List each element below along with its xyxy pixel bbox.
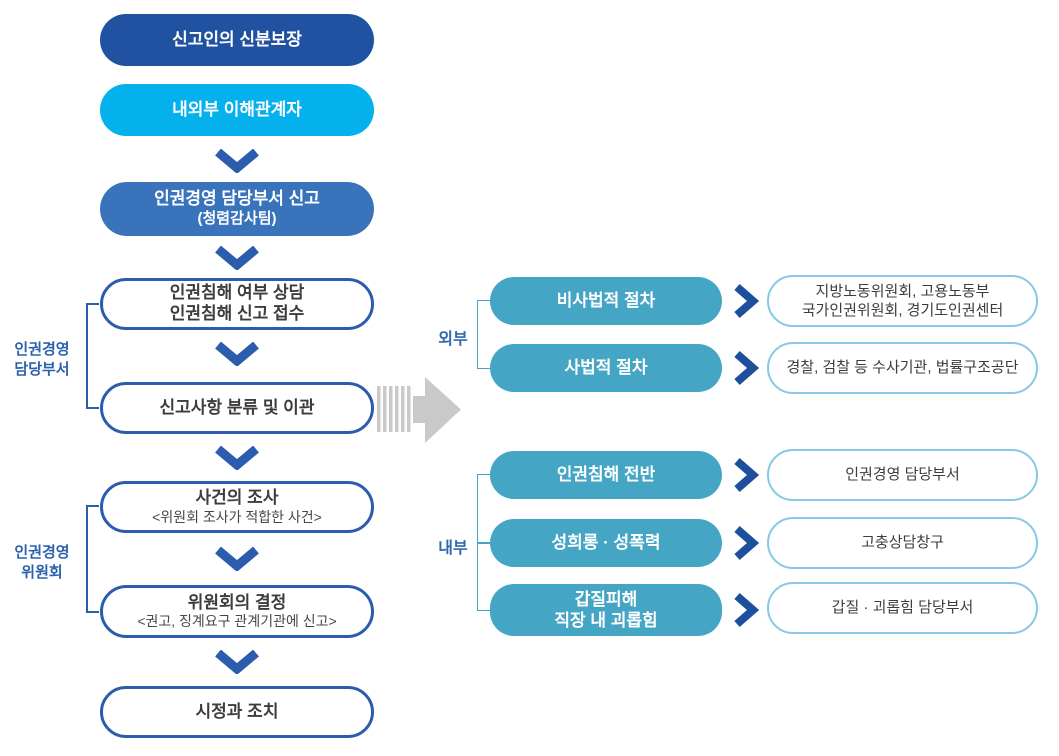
group-label-line: 담당부서 xyxy=(14,360,70,378)
flow-node-label: 신고인의 신분보장 xyxy=(172,29,302,49)
chevron-right-icon xyxy=(734,592,759,628)
bracket-external-group xyxy=(477,300,490,369)
flow-node-consult-receive: 인권침해 여부 상담 인권침해 신고 접수 xyxy=(100,278,374,330)
bracket-internal-middle-stub xyxy=(478,542,490,544)
category-label: 비사법적 절차 xyxy=(556,291,656,311)
category-label: 갑질피해 xyxy=(574,589,638,609)
group-label-line: 인권경영 xyxy=(14,544,70,561)
chevron-down-icon xyxy=(215,149,259,173)
group-label-external: 외부 xyxy=(438,331,468,348)
category-label: 사법적 절차 xyxy=(564,358,648,378)
flow-node-label: 인권침해 여부 상담 xyxy=(169,283,305,303)
category-pill-non-judicial: 비사법적 절차 xyxy=(490,277,722,325)
transfer-arrow-icon xyxy=(377,377,461,443)
flow-node-report-to-dept: 인권경영 담당부서 신고 (청렴감사팀) xyxy=(100,182,374,236)
destination-line: 지방노동위원회, 고용노동부 xyxy=(815,282,990,300)
destination-line: 고충상담창구 xyxy=(861,534,944,552)
flow-node-sublabel: <위원회 조사가 적합한 사건> xyxy=(152,508,322,525)
flow-node-investigation: 사건의 조사 <위원회 조사가 적합한 사건> xyxy=(100,481,374,533)
group-label-hr-committee: 인권경영 위원회 xyxy=(2,543,82,583)
destination-box-hr-dept: 인권경영 담당부서 xyxy=(767,449,1038,501)
chevron-down-icon xyxy=(215,547,259,571)
flow-node-stakeholders: 내외부 이해관계자 xyxy=(100,84,374,136)
chevron-right-icon xyxy=(734,283,759,319)
chevron-right-icon xyxy=(734,350,759,386)
chevron-down-icon xyxy=(215,342,259,366)
bracket-committee-group xyxy=(86,505,99,613)
destination-line: 경찰, 검찰 등 수사기관, 법률구조공단 xyxy=(786,359,1019,377)
destination-box-bullying-dept: 갑질 · 괴롭힘 담당부서 xyxy=(767,582,1038,634)
chevron-right-icon xyxy=(734,457,759,493)
group-label-line: 인권경영 xyxy=(14,341,70,358)
destination-line: 인권경영 담당부서 xyxy=(845,466,960,484)
flow-node-committee-decision: 위원회의 결정 <권고, 징계요구 관계기관에 신고> xyxy=(100,585,374,638)
flow-node-label2: 인권침해 신고 접수 xyxy=(169,304,305,323)
flow-node-correction-action: 시정과 조치 xyxy=(100,686,374,738)
category-label2: 직장 내 괴롭힘 xyxy=(554,611,658,630)
category-pill-judicial: 사법적 절차 xyxy=(490,344,722,392)
category-pill-hr-violation: 인권침해 전반 xyxy=(490,451,722,499)
flow-node-reporter-identity-protection: 신고인의 신분보장 xyxy=(100,14,374,66)
category-label: 성희롱 · 성폭력 xyxy=(551,533,661,553)
flow-node-label: 사건의 조사 xyxy=(195,488,279,508)
destination-line: 갑질 · 괴롭힘 담당부서 xyxy=(831,599,974,617)
destination-box-grievance-counsel: 고충상담창구 xyxy=(767,517,1038,569)
chevron-right-icon xyxy=(734,525,759,561)
flow-node-sublabel: (청렴감사팀) xyxy=(197,210,277,228)
group-label-line: 위원회 xyxy=(21,563,63,581)
chevron-down-icon xyxy=(215,446,259,470)
flow-node-classify-transfer: 신고사항 분류 및 이관 xyxy=(100,382,374,434)
flow-node-label: 인권경영 담당부서 신고 xyxy=(154,189,320,209)
category-pill-workplace-bullying: 갑질피해 직장 내 괴롭힘 xyxy=(490,584,722,636)
flow-node-label: 위원회의 결정 xyxy=(187,592,287,612)
flow-node-sublabel: <권고, 징계요구 관계기관에 신고> xyxy=(137,613,337,630)
category-label: 인권침해 전반 xyxy=(556,465,656,485)
flow-node-label: 신고사항 분류 및 이관 xyxy=(159,397,315,417)
bracket-internal-group xyxy=(477,474,490,611)
chevron-down-icon xyxy=(215,246,259,270)
flow-node-label: 내외부 이해관계자 xyxy=(172,99,302,119)
group-label-internal: 내부 xyxy=(438,540,468,557)
destination-box-judicial: 경찰, 검찰 등 수사기관, 법률구조공단 xyxy=(767,342,1038,394)
flow-node-label: 시정과 조치 xyxy=(195,701,279,721)
chevron-down-icon xyxy=(215,650,259,674)
category-pill-sexual-harassment: 성희롱 · 성폭력 xyxy=(490,519,722,567)
bracket-dept-group xyxy=(86,303,99,409)
group-label-hr-dept: 인권경영 담당부서 xyxy=(2,340,82,380)
destination-line: 국가인권위원회, 경기도인권센터 xyxy=(801,302,1004,319)
destination-box-non-judicial: 지방노동위원회, 고용노동부 국가인권위원회, 경기도인권센터 xyxy=(767,275,1038,327)
